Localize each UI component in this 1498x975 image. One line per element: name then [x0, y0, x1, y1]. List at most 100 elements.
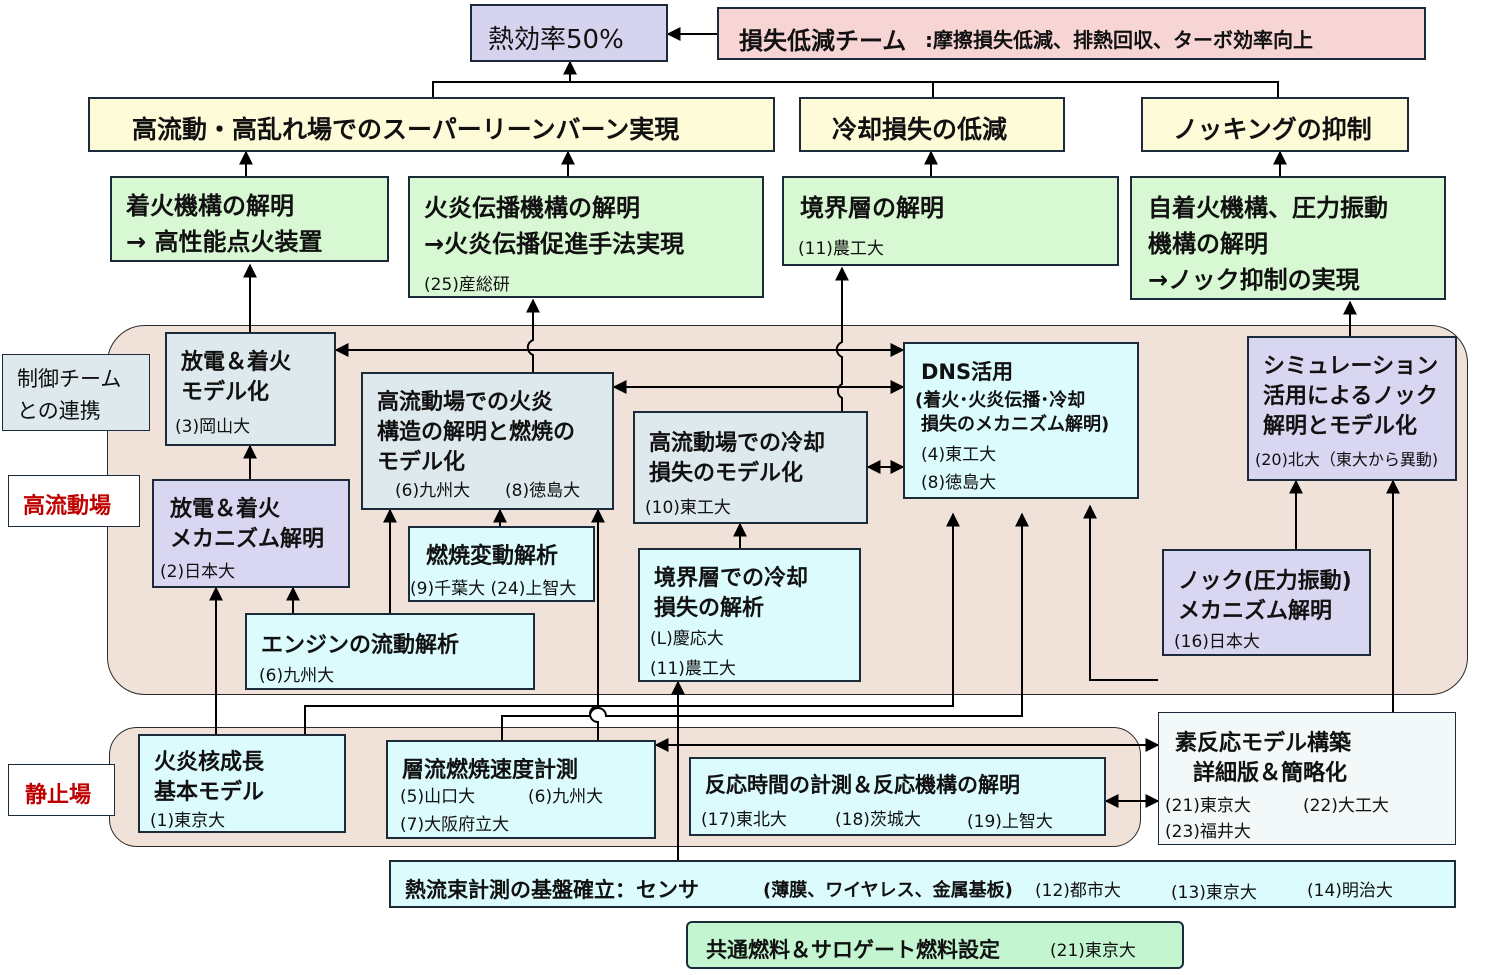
simulation-knock-box: シミュレーション 活用によるノック 解明とモデル化 (20)北大（東大から異動): [1247, 336, 1457, 481]
flame-kernel-line2: 基本モデル: [154, 780, 265, 805]
high-flow-label: 高流動場: [23, 494, 112, 519]
flame-structure-org1: (6)九州大: [395, 481, 471, 501]
cooling-model-line1: 高流動場での冷却: [649, 431, 826, 456]
cooling-model-box: 高流動場での冷却 損失のモデル化 (10)東工大: [633, 411, 868, 524]
flame-structure-org2: (8)徳島大: [505, 481, 581, 501]
control-team-line2: との連携: [17, 399, 101, 423]
discharge-mechanism-org: (2)日本大: [160, 562, 236, 582]
simulation-knock-line2: 活用によるノック: [1263, 384, 1438, 409]
boundary-cooling-line2: 損失の解析: [654, 596, 765, 621]
control-team-box: 制御チーム との連携: [2, 354, 150, 431]
knock-mechanism-org: (16)日本大: [1174, 632, 1260, 652]
autoignition-line3: →ノック抑制の実現: [1148, 266, 1360, 294]
elementary-reaction-org3: (23)福井大: [1165, 822, 1251, 842]
boundary-layer-line1: 境界層の解明: [800, 194, 944, 222]
discharge-model-line2: モデル化: [181, 380, 270, 405]
discharge-model-org: (3)岡山大: [175, 417, 251, 437]
static-label: 静止場: [25, 783, 92, 808]
heat-flux-box: 熱流束計測の基盤確立：センサ (薄膜、ワイヤレス、金属基板) (12)都市大 (…: [389, 860, 1456, 908]
heat-flux-title: 熱流束計測の基盤確立：センサ: [405, 878, 699, 902]
flame-structure-line2: 構造の解明と燃焼の: [377, 420, 576, 445]
goal-title: 熱効率50%: [488, 25, 624, 55]
reaction-time-box: 反応時間の計測＆反応機構の解明 (17)東北大 (18)茨城大 (19)上智大: [689, 757, 1106, 836]
ignition-line1: 着火機構の解明: [126, 192, 294, 220]
flame-propagation-line2: →火炎伝播促進手法実現: [424, 230, 685, 258]
laminar-speed-org1: (5)山口大: [400, 787, 476, 807]
target-knock-label: ノッキングの抑制: [1173, 115, 1372, 144]
knock-mechanism-line1: ノック(圧力振動): [1178, 569, 1352, 594]
reaction-time-org1: (17)東北大: [701, 810, 787, 830]
simulation-knock-org: (20)北大（東大から異動): [1255, 450, 1439, 469]
laminar-speed-org3: (7)大阪府立大: [400, 815, 510, 835]
engine-flow-org: (6)九州大: [259, 666, 335, 686]
dns-title: DNS活用: [921, 360, 1014, 384]
simulation-knock-line1: シミュレーション: [1263, 354, 1439, 379]
autoignition-line1: 自着火機構、圧力振動: [1148, 194, 1388, 222]
boundary-cooling-org2: (11)農工大: [650, 659, 736, 679]
fuel-title: 共通燃料＆サロゲート燃料設定: [706, 938, 1000, 962]
loss-team-box: 損失低減チーム :摩擦損失低減、排熱回収、ターボ効率向上: [717, 7, 1426, 60]
elementary-reaction-line2: 詳細版＆簡略化: [1193, 761, 1348, 786]
reaction-time-org2: (18)茨城大: [835, 810, 921, 830]
dns-line2: (着火･火炎伝播･冷却: [915, 390, 1086, 411]
boundary-cooling-line1: 境界層での冷却: [654, 566, 809, 591]
loss-team-title: 損失低減チーム: [739, 27, 907, 55]
high-flow-label-box: 高流動場: [8, 475, 140, 527]
static-label-box: 静止場: [8, 764, 115, 816]
autoignition-box: 自着火機構、圧力振動 機構の解明 →ノック抑制の実現: [1130, 176, 1446, 300]
boundary-cooling-org1: (L)慶応大: [650, 629, 724, 649]
dns-box: DNS活用 (着火･火炎伝播･冷却 損失のメカニズム解明) (4)東工大 (8)…: [903, 342, 1139, 499]
discharge-mechanism-line2: メカニズム解明: [170, 527, 325, 552]
ignition-box: 着火機構の解明 → 高性能点火装置: [110, 176, 389, 262]
cooling-model-line2: 損失のモデル化: [649, 461, 804, 486]
target-cooling-label: 冷却損失の低減: [832, 115, 1008, 144]
heat-flux-org2: (13)東京大: [1171, 883, 1257, 903]
flame-structure-line1: 高流動場での火炎: [377, 390, 554, 415]
discharge-mechanism-line1: 放電＆着火: [170, 497, 281, 522]
fuel-org: (21)東京大: [1050, 941, 1136, 961]
simulation-knock-line3: 解明とモデル化: [1263, 414, 1418, 439]
boundary-layer-box: 境界層の解明 (11)農工大: [782, 176, 1119, 266]
laminar-speed-box: 層流燃焼速度計測 (5)山口大 (6)九州大 (7)大阪府立大: [386, 740, 656, 839]
flame-propagation-org: (25)産総研: [424, 275, 510, 295]
heat-flux-org1: (12)都市大: [1035, 881, 1121, 901]
boundary-layer-org: (11)農工大: [798, 239, 884, 259]
elementary-reaction-line1: 素反応モデル構築: [1175, 731, 1352, 756]
discharge-model-box: 放電＆着火 モデル化 (3)岡山大: [165, 332, 336, 446]
control-team-line1: 制御チーム: [17, 367, 122, 391]
flame-propagation-box: 火炎伝播機構の解明 →火炎伝播促進手法実現 (25)産総研: [408, 176, 764, 298]
heat-flux-detail: (薄膜、ワイヤレス、金属基板): [763, 880, 1013, 901]
elementary-reaction-org1: (21)東京大: [1165, 796, 1251, 816]
target-lean-burn-label: 高流動・高乱れ場でのスーパーリーンバーン実現: [132, 115, 680, 144]
flame-kernel-box: 火炎核成長 基本モデル (1)東京大: [138, 734, 346, 833]
combustion-variation-org: (9)千葉大 (24)上智大: [410, 579, 577, 599]
ignition-line2: → 高性能点火装置: [126, 228, 323, 256]
dns-org1: (4)東工大: [921, 445, 997, 465]
loss-team-detail: :摩擦損失低減、排熱回収、ターボ効率向上: [925, 28, 1313, 52]
cooling-model-org: (10)東工大: [645, 498, 731, 518]
target-cooling: 冷却損失の低減: [799, 97, 1065, 152]
goal-box: 熱効率50%: [470, 4, 668, 62]
laminar-speed-org2: (6)九州大: [528, 787, 604, 807]
dns-org2: (8)徳島大: [921, 473, 997, 493]
discharge-mechanism-box: 放電＆着火 メカニズム解明 (2)日本大: [152, 479, 350, 588]
dns-line3: 損失のメカニズム解明): [921, 414, 1110, 435]
flame-structure-line3: モデル化: [377, 450, 466, 475]
fuel-box: 共通燃料＆サロゲート燃料設定 (21)東京大: [686, 921, 1184, 969]
flame-structure-box: 高流動場での火炎 構造の解明と燃焼の モデル化 (6)九州大 (8)徳島大: [361, 372, 614, 510]
elementary-reaction-box: 素反応モデル構築 詳細版＆簡略化 (21)東京大 (22)大工大 (23)福井大: [1158, 712, 1456, 845]
flame-kernel-org: (1)東京大: [150, 811, 226, 831]
autoignition-line2: 機構の解明: [1148, 230, 1268, 258]
knock-mechanism-line2: メカニズム解明: [1178, 599, 1333, 624]
reaction-time-title: 反応時間の計測＆反応機構の解明: [705, 773, 1020, 797]
discharge-model-line1: 放電＆着火: [181, 350, 292, 375]
elementary-reaction-org2: (22)大工大: [1303, 796, 1389, 816]
laminar-speed-title: 層流燃焼速度計測: [402, 758, 579, 783]
heat-flux-org3: (14)明治大: [1307, 881, 1393, 901]
combustion-variation-title: 燃焼変動解析: [426, 544, 559, 569]
engine-flow-title: エンジンの流動解析: [261, 633, 460, 658]
target-lean-burn: 高流動・高乱れ場でのスーパーリーンバーン実現: [88, 97, 775, 152]
engine-flow-box: エンジンの流動解析 (6)九州大: [245, 613, 535, 690]
boundary-cooling-box: 境界層での冷却 損失の解析 (L)慶応大 (11)農工大: [638, 548, 861, 682]
reaction-time-org3: (19)上智大: [967, 812, 1053, 832]
